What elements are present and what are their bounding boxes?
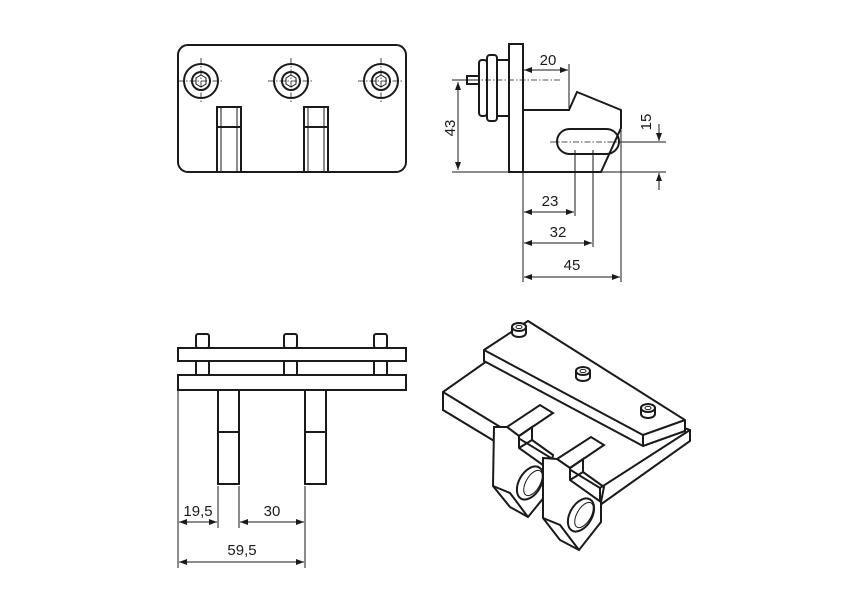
iso-bolt-3 — [640, 403, 656, 419]
lug-right — [303, 106, 329, 173]
iso-lug-right — [542, 456, 606, 552]
screw-right — [358, 58, 404, 104]
dim-overall-width: 59,5 — [179, 542, 304, 565]
dim-height-label: 43 — [442, 120, 459, 137]
side-plate — [508, 43, 524, 173]
bottom-view: 19,5 30 59,5 — [177, 333, 407, 568]
dim-overall-depth-label: 45 — [564, 257, 581, 274]
screw-middle — [268, 58, 314, 104]
isometric-view — [442, 319, 691, 552]
bottom-plate — [177, 374, 407, 391]
dim-height: 43 — [442, 79, 508, 173]
front-view — [177, 44, 407, 173]
dim-slot-start: 23 — [524, 193, 574, 215]
side-view: 43 20 15 23 32 — [442, 43, 666, 282]
dim-slot-start-label: 23 — [542, 193, 559, 210]
dim-edge-to-lug: 19,5 — [179, 503, 217, 525]
lug-left — [216, 106, 242, 173]
slot — [556, 128, 620, 155]
bolt-head-right — [373, 333, 388, 349]
dim-lug-spacing-label: 30 — [264, 503, 281, 520]
bolt-head-left — [195, 333, 210, 349]
bolt-head-middle — [283, 333, 298, 349]
screw-left — [178, 58, 224, 104]
front-plate-outline — [177, 44, 407, 173]
iso-bolt-1 — [511, 322, 527, 338]
bottom-lug-left — [217, 389, 240, 485]
dim-top-offset-label: 20 — [540, 52, 557, 69]
bottom-lug-right — [304, 389, 327, 485]
dim-overall-width-label: 59,5 — [227, 542, 256, 559]
bracket-profile — [523, 90, 622, 173]
dim-slot-end: 32 — [524, 224, 592, 246]
dim-slot-height: 15 — [602, 114, 666, 190]
dim-top-offset: 20 — [524, 52, 570, 108]
iso-top-plate — [483, 319, 686, 448]
top-plate — [177, 347, 407, 362]
dim-overall-depth: 45 — [524, 257, 620, 280]
iso-bolt-2 — [575, 366, 591, 382]
dim-slot-height-label: 15 — [638, 114, 655, 131]
dim-lug-spacing: 30 — [240, 503, 304, 525]
dim-edge-to-lug-label: 19,5 — [183, 503, 212, 520]
dim-slot-end-label: 32 — [550, 224, 567, 241]
